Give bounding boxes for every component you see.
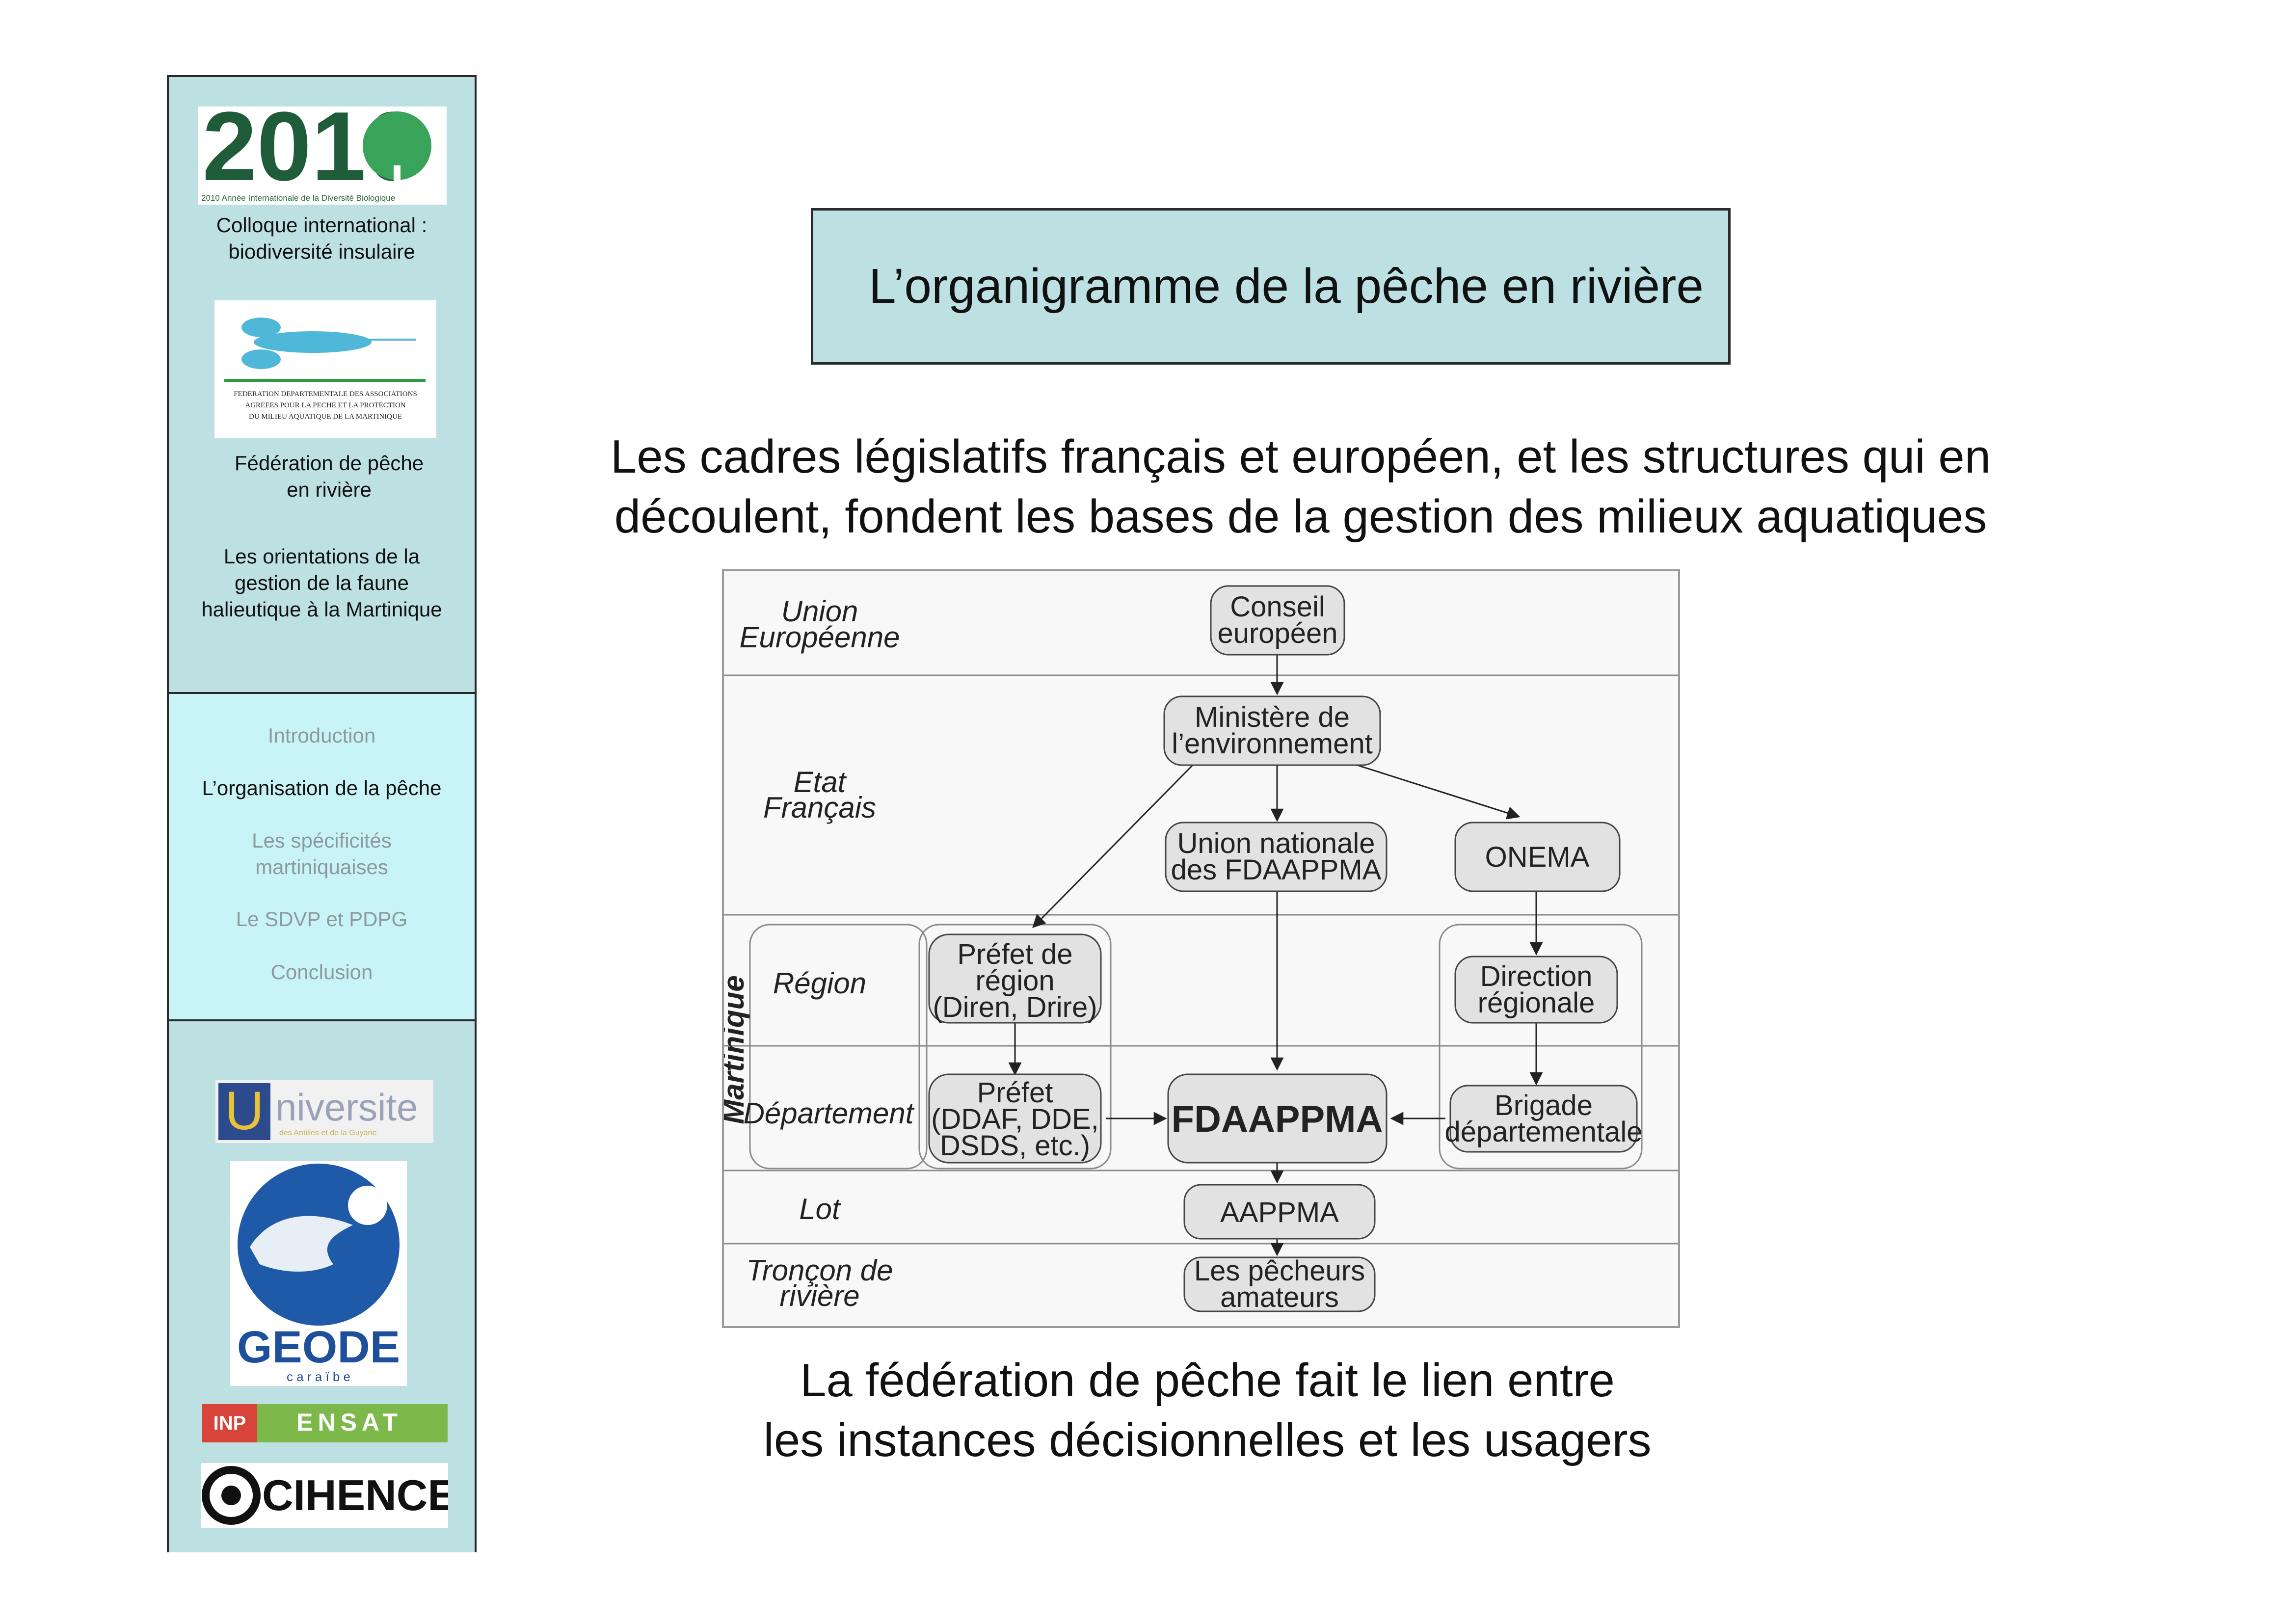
conclusion-line2: les instances décisionnelles et les usag… (763, 1414, 1652, 1466)
node-prefet-region-l1: Préfet de (957, 938, 1072, 970)
logo-universite-sub: des Antilles et de la Guyane (279, 1129, 376, 1137)
menu-item-sdvp-pdpg[interactable]: Le SDVP et PDPG (236, 907, 408, 931)
level-lot: Lot (799, 1193, 841, 1225)
level-union-l2: Européenne (740, 621, 900, 654)
menu-item-conclusion[interactable]: Conclusion (270, 960, 373, 984)
logo-inp-text: INP (214, 1412, 246, 1434)
slide-title: L’organigramme de la pêche en rivière (869, 259, 1704, 314)
node-prefet-region-l3: (Diren, Drire) (933, 991, 1097, 1023)
orientations-line3: halieutique à la Martinique (201, 598, 442, 621)
logo-cihence: CIHENCE (201, 1463, 456, 1528)
node-shapes (928, 585, 1638, 1312)
logo-2010-caption: 2010 Année Internationale de la Diversit… (201, 193, 395, 203)
logo-geode: GEODE c a r a ï b e (230, 1161, 407, 1386)
logo-federation-graphic: FEDERATION DEPARTEMENTALE DES ASSOCIATIO… (224, 318, 426, 421)
logo-2010: 2010 2010 Année Internationale de la Div… (198, 92, 447, 205)
logo-cihence-word: CIHENCE (262, 1471, 448, 1519)
level-troncon-l1: Tronçon de (746, 1254, 893, 1287)
orientations-line2: gestion de la faune (235, 571, 409, 594)
level-martinique: Martinique (724, 975, 750, 1124)
node-brigade-l2: départementale (1444, 1116, 1642, 1148)
node-conseil-l1: Conseil (1230, 591, 1325, 623)
cihence-swirl-icon (202, 1466, 261, 1525)
prefecture-group (918, 924, 1112, 1170)
node-aappma: AAPPMA (1220, 1197, 1339, 1228)
node-brigade-l1: Brigade (1495, 1090, 1593, 1121)
logo-federation-caption-2: AGREEES POUR LA PECHE ET LA PROTECTION (245, 401, 405, 409)
organigram-svg: Union Européenne Etat Français Martiniqu… (724, 585, 1678, 1313)
node-ministere-l1: Ministère de (1195, 701, 1350, 733)
crayfish-icon (241, 318, 416, 369)
level-departement: Département (744, 1097, 915, 1130)
logo-2010-graphic: 2010 2010 Année Internationale de la Div… (201, 92, 431, 203)
martinique-group (749, 924, 928, 1170)
logo-federation: FEDERATION DEPARTEMENTALE DES ASSOCIATIO… (214, 300, 436, 438)
sidebar-menu: Introduction L’organisation de la pêche … (169, 694, 475, 1021)
logo-geode-word: GEODE (237, 1322, 400, 1372)
logo-federation-caption-1: FEDERATION DEPARTEMENTALE DES ASSOCIATIO… (234, 390, 417, 398)
sidebar-partners: U niversite des Antilles et de la Guyane… (169, 1021, 475, 1552)
sidebar: 2010 2010 Année Internationale de la Div… (167, 75, 477, 1552)
node-direction-l1: Direction (1480, 960, 1593, 992)
logo-universite-letter: U (225, 1081, 264, 1141)
node-fdaappma: FDAAPPMA (1172, 1098, 1383, 1140)
logo-universite: U niversite des Antilles et de la Guyane (215, 1080, 433, 1143)
node-onema: ONEMA (1485, 841, 1590, 873)
connectors (1008, 655, 1543, 1256)
node-labels: Conseil européen Ministère de l’environn… (931, 591, 1642, 1313)
intro-line2: découlent, fondent les bases de la gesti… (614, 490, 1987, 543)
node-prefet-region-l2: région (975, 965, 1054, 997)
onema-group (1439, 924, 1643, 1170)
node-conseil-l2: européen (1217, 617, 1337, 649)
node-pecheurs-l2: amateurs (1220, 1281, 1339, 1313)
level-union-l1: Union (781, 595, 858, 628)
node-prefet-l3: DSDS, etc.) (940, 1130, 1090, 1162)
federation-line2: en rivière (287, 478, 372, 501)
node-ministere-l2: l’environnement (1172, 728, 1372, 760)
logo-geode-graphic: GEODE c a r a ï b e (237, 1164, 400, 1384)
menu-item-specificites-line1[interactable]: Les spécificités (252, 829, 392, 852)
level-etat-l2: Français (763, 791, 876, 824)
menu-item-organisation[interactable]: L’organisation de la pêche (202, 776, 442, 799)
node-union-nationale-l2: des FDAAPPMA (1171, 854, 1382, 886)
logo-cihence-graphic: CIHENCE (202, 1466, 456, 1525)
organigram-diagram: Union Européenne Etat Français Martiniqu… (722, 569, 1680, 1328)
logo-inp-ensat-graphic: INP ENSAT (202, 1404, 402, 1442)
slide-title-box: L’organigramme de la pêche en rivière (811, 208, 1731, 365)
logo-inp-ensat: INP ENSAT (202, 1404, 448, 1442)
orientations-line1: Les orientations de la (223, 545, 420, 568)
federation-line1: Fédération de pêche (234, 452, 424, 475)
level-region: Région (773, 967, 866, 1000)
logo-geode-sub: c a r a ï b e (287, 1369, 350, 1384)
menu-item-introduction[interactable]: Introduction (267, 724, 376, 747)
level-troncon-l2: rivière (779, 1279, 859, 1312)
sidebar-header-section: 2010 2010 Année Internationale de la Div… (169, 77, 475, 694)
colloque-line2: biodiversité insulaire (228, 240, 415, 263)
colloque-line1: Colloque international : (216, 213, 427, 237)
node-prefet-l1: Préfet (977, 1077, 1053, 1109)
band-separators (724, 674, 1678, 1245)
node-union-nationale-l1: Union nationale (1177, 827, 1375, 859)
conclusion-line1: La fédération de pêche fait le lien entr… (800, 1354, 1615, 1407)
intro-line1: Les cadres législatifs français et europ… (610, 430, 1991, 483)
logo-universite-word: niversite (275, 1086, 418, 1129)
level-etat-l1: Etat (794, 766, 847, 798)
node-pecheurs-l1: Les pêcheurs (1194, 1255, 1365, 1287)
logo-ensat-text: ENSAT (296, 1409, 402, 1436)
node-prefet-l2: (DDAF, DDE, (931, 1103, 1099, 1135)
logo-universite-graphic: U niversite des Antilles et de la Guyane (218, 1081, 418, 1141)
tree-icon (363, 111, 431, 180)
node-direction-l2: régionale (1478, 987, 1595, 1019)
logo-federation-caption-3: DU MILIEU AQUATIQUE DE LA MARTINIQUE (249, 413, 402, 421)
menu-item-specificites-line2[interactable]: martiniquaises (255, 855, 388, 878)
